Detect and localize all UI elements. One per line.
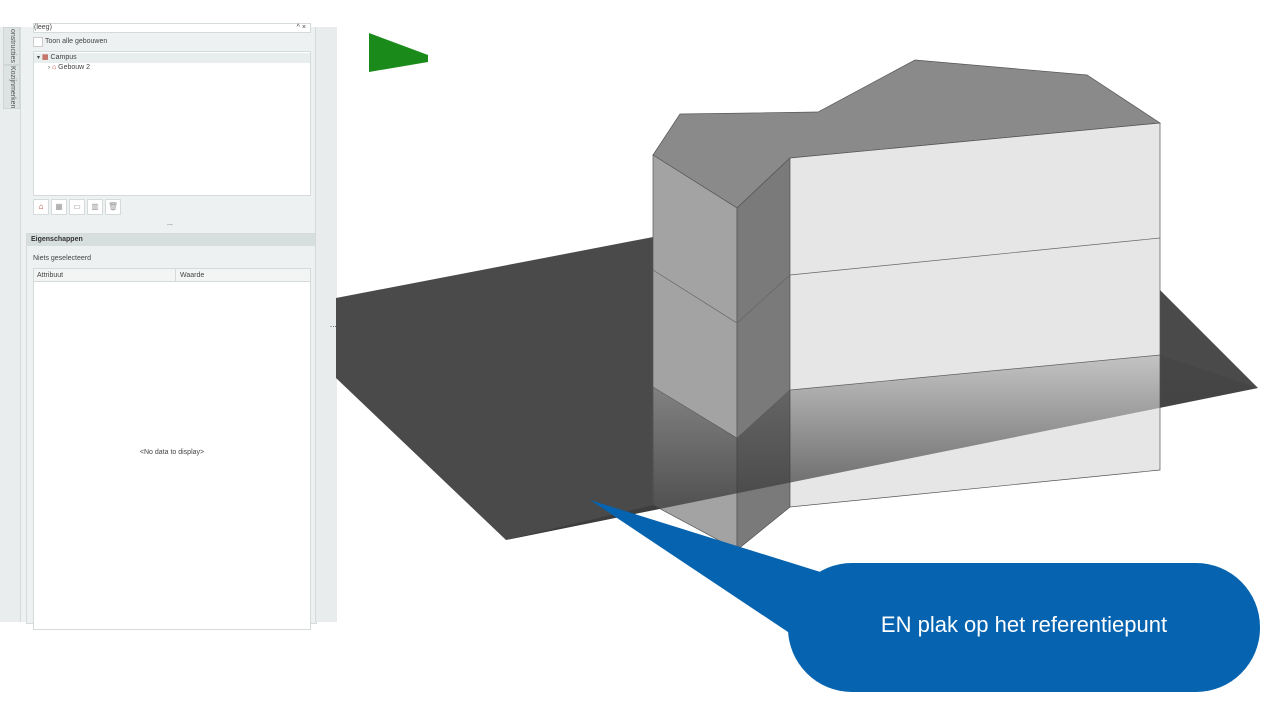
- properties-title: Eigenschappen: [27, 234, 316, 246]
- campus-icon: ▦: [41, 54, 49, 61]
- empty-message: <No data to display>: [139, 449, 205, 456]
- tree-label: Campus: [50, 54, 77, 61]
- floor-line: [652, 237, 1161, 324]
- add-building-button[interactable]: ⌂: [33, 199, 49, 215]
- tree-label: Gebouw 2: [58, 64, 91, 71]
- window-button[interactable]: ▭: [69, 199, 85, 215]
- side-tab-constructies[interactable]: onstructies: [3, 27, 20, 65]
- vertical-splitter[interactable]: ⋮: [315, 27, 337, 622]
- properties-panel: Eigenschappen Niets geselecteerd Attribu…: [26, 233, 317, 630]
- layout-button[interactable]: ▥: [87, 199, 103, 215]
- column-header-waarde[interactable]: Waarde: [176, 269, 310, 282]
- buildings-panel: (leeg) ^ × Toon alle gebouwen ▾ ▦ Campus …: [21, 23, 317, 630]
- building-icon: ⌂: [51, 64, 57, 71]
- callout-bubble: [788, 563, 1260, 692]
- callout-tail: [590, 500, 830, 640]
- show-all-label: Toon alle gebouwen: [45, 38, 108, 45]
- side-tab-kozijnmerken[interactable]: Kozijnmerken: [3, 65, 20, 109]
- column-header-attribuut[interactable]: Attribuut: [34, 269, 176, 282]
- delete-icon[interactable]: 🗑: [105, 199, 121, 215]
- show-all-checkbox[interactable]: [33, 37, 43, 47]
- filter-clear-icon[interactable]: ^ ×: [296, 24, 306, 31]
- expand-icon[interactable]: ▾: [37, 55, 41, 61]
- properties-grid: Attribuut Waarde <No data to display>: [33, 268, 311, 630]
- filter-value: (leeg): [34, 24, 52, 31]
- panel-splitter-handle[interactable]: ...: [167, 220, 173, 227]
- collapse-icon[interactable]: ›: [48, 65, 50, 71]
- grid-button[interactable]: ▦: [51, 199, 67, 215]
- direction-arrow: [369, 33, 428, 72]
- ground-plane-overlay: [506, 355, 1258, 540]
- splitter-grip[interactable]: ⋮: [329, 323, 336, 330]
- filter-field[interactable]: (leeg) ^ ×: [33, 23, 311, 33]
- selection-status: Niets geselecteerd: [33, 255, 91, 262]
- tree-item-gebouw-2[interactable]: › ⌂ Gebouw 2: [48, 64, 90, 71]
- tree-item-campus[interactable]: ▾ ▦ Campus: [34, 53, 310, 63]
- callout-text: EN plak op het referentiepunt: [880, 612, 1168, 637]
- building-tree: ▾ ▦ Campus › ⌂ Gebouw 2: [33, 51, 311, 196]
- side-tab-strip: onstructies Kozijnmerken: [0, 27, 21, 622]
